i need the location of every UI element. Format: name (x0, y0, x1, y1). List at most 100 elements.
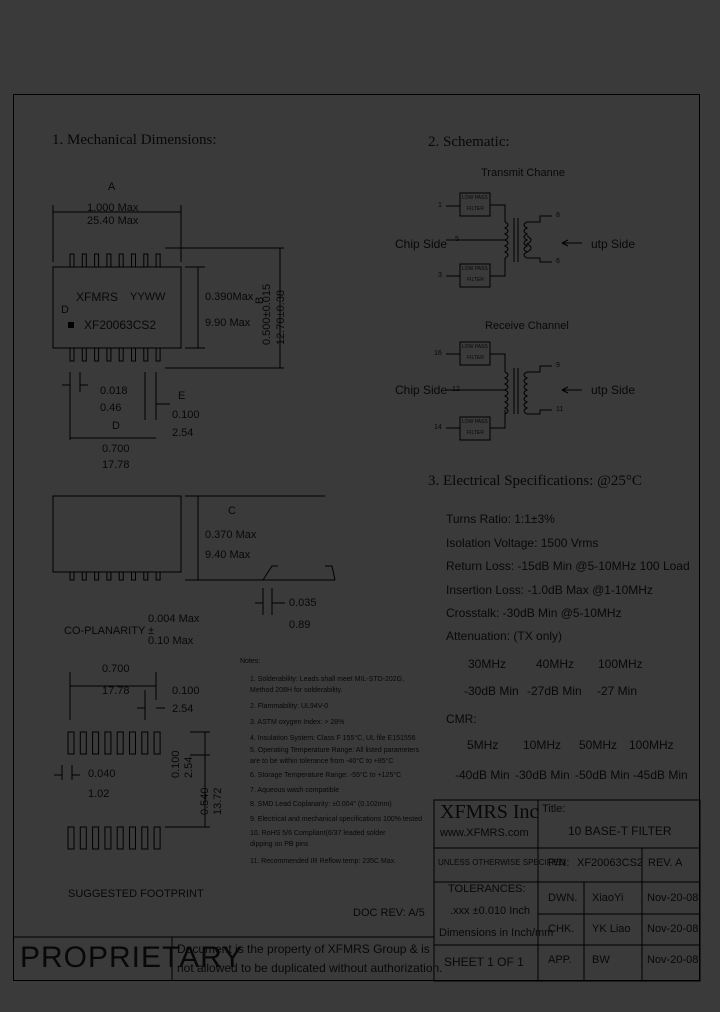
pin-mark (141, 826, 149, 850)
app-date: Nov-20-08 (647, 954, 699, 966)
note-line: Method 208H for solderability. (250, 687, 343, 694)
proprietary-notice-2: not allowed to be duplicated without aut… (177, 961, 443, 975)
dim-a-label: A (108, 181, 116, 193)
app-label: APP. (548, 954, 572, 966)
pin-mark (131, 571, 136, 581)
pin-mark (129, 731, 136, 755)
pin-mark (106, 347, 112, 362)
pin-mark (155, 253, 161, 268)
rx-filter-1-line2: FILTER (467, 355, 484, 361)
pin-mark (118, 347, 124, 362)
pin-mark (129, 826, 136, 850)
cmr-freq-10: 10MHz (523, 738, 562, 752)
coplanarity-inch: 0.004 Max (148, 613, 200, 625)
att-freq-100: 100MHz (598, 657, 643, 671)
dwn-date: Nov-20-08 (647, 892, 699, 904)
note-line: are to be within tolerance from -40°C to… (250, 758, 394, 765)
note-line: 10. RoHS 5/6 Compliant(6/37 leaded solde… (250, 830, 386, 837)
pin-mark (153, 826, 161, 850)
spec-attenuation: Attenuation: (TX only) (446, 629, 563, 643)
footer-frame (13, 936, 434, 981)
pin-mark (118, 571, 124, 581)
dim-b-inch: 0.500±0.015 (261, 283, 273, 345)
tx-pin-6: 6 (556, 258, 560, 265)
rx-filter-1-line1: LOW PASS (462, 344, 488, 350)
fp-pad-inch: 0.040 (88, 768, 116, 780)
height-mm: 9.90 Max (205, 317, 251, 329)
drawing-border (13, 94, 700, 981)
pn-value: XF20063CS2 (577, 857, 644, 869)
note-line: 5. Operating Temperature Range: All list… (250, 747, 420, 754)
dwn-label: DWN. (548, 892, 578, 904)
fp-width-mm: 17.78 (102, 685, 130, 697)
fp-pitch-mm: 2.54 (172, 703, 194, 715)
pin-mark (94, 253, 100, 268)
proprietary-notice-1: Document is the property of XFMRS Group … (177, 942, 430, 956)
footprint-drawing (54, 672, 210, 850)
pn-label: P/N: (548, 857, 570, 869)
rx-pin-11: 11 (556, 406, 564, 413)
dim-a-inch: 1.000 Max (87, 202, 139, 214)
title-block-grid (433, 799, 701, 982)
att-val-40: -27dB Min (527, 684, 582, 698)
rx-pin-12: 12 (452, 386, 460, 393)
spec-isolation: Isolation Voltage: 1500 Vrms (446, 536, 599, 550)
body-date-code: YYWW (130, 291, 166, 303)
rx-utp-side: utp Side (591, 383, 636, 397)
spec-insertion-loss: Insertion Loss: -1.0dB Max @1-10MHz (446, 583, 653, 597)
mech-heading: 1. Mechanical Dimensions: (52, 132, 217, 148)
fp-v2-mm: 13.72 (212, 787, 224, 815)
rx-schematic (446, 341, 582, 441)
rx-filter-2-line2: FILTER (467, 430, 484, 436)
rx-pin-14: 14 (434, 424, 442, 431)
note-line: dipping on PB pins (250, 841, 309, 848)
tx-filter-1-line2: FILTER (467, 206, 484, 212)
dim-d-label: D (112, 420, 120, 432)
title-label: Title: (542, 803, 566, 815)
pin-mark (104, 826, 112, 850)
fp-caption: SUGGESTED FOOTPRINT (68, 888, 204, 900)
cmr-val-10: -30dB Min (515, 768, 570, 782)
sheet-number: SHEET 1 OF 1 (444, 955, 524, 969)
fp-pad-mm: 1.02 (88, 788, 110, 800)
tx-channel-title: Transmit Channe (481, 167, 565, 179)
tx-utp-side: utp Side (591, 237, 636, 251)
pin-mark (116, 826, 124, 850)
fp-v2-inch: 0.540 (199, 787, 211, 815)
spec-cmr: CMR: (446, 712, 477, 726)
dim-e-label: E (178, 390, 186, 402)
att-val-30: -30dB Min (464, 684, 519, 698)
doc-rev: DOC REV: A/5 (353, 907, 425, 919)
rx-filter-2-line1: LOW PASS (462, 419, 488, 425)
proprietary-stamp: PROPRIETARY (20, 941, 244, 974)
height-inch: 0.390Max (205, 291, 254, 303)
pin-mark (69, 347, 75, 362)
cmr-val-5: -40dB Min (455, 768, 510, 782)
dimensions-unit: Dimensions in Inch/mm (439, 927, 554, 939)
rev-value: REV. A (648, 857, 683, 869)
coplanarity-label: CO-PLANARITY ± (64, 625, 155, 637)
pin-mark (131, 347, 136, 362)
tolerances-label: TOLERANCES: (448, 883, 526, 895)
pin-width-mm: 0.46 (100, 402, 122, 414)
body-brand: XFMRS (76, 290, 118, 304)
fp-v1-mm: 2.54 (183, 756, 195, 778)
pitch-mm: 2.54 (172, 427, 194, 439)
body-pin1-mark: D (61, 304, 69, 316)
spec-return-loss: Return Loss: -15dB Min @5-10MHz 100 Load (446, 559, 690, 573)
pin-mark (81, 347, 87, 362)
dim-a-mm: 25.40 Max (87, 215, 139, 227)
pin-mark (143, 571, 149, 581)
pin-mark (131, 253, 136, 268)
note-line: 11. Recommended IR Reflow temp: 235C Max… (250, 858, 397, 865)
pin-width-inch: 0.018 (100, 385, 128, 397)
tx-chip-side: Chip Side (395, 237, 448, 251)
pin-mark (155, 347, 161, 362)
lead-mm: 0.89 (289, 619, 311, 631)
att-freq-30: 30MHz (468, 657, 507, 671)
pin-mark (67, 731, 75, 755)
dwn-name: XiaoYi (592, 892, 624, 904)
tx-pin-5: 5 (455, 236, 459, 243)
pin-mark (141, 731, 149, 755)
lead-inch: 0.035 (289, 597, 317, 609)
